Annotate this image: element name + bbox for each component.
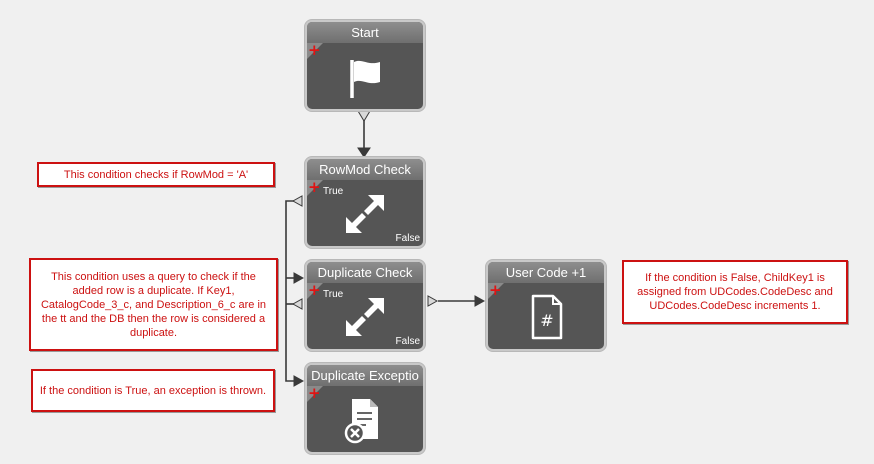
duplicate-false-port <box>427 295 439 307</box>
user-code-title: User Code +1 <box>488 262 604 283</box>
rowmod-input-arrow <box>357 147 371 158</box>
code-file-icon: # <box>531 294 563 340</box>
false-branch-note: If the condition is False, ChildKey1 is … <box>622 260 848 324</box>
flag-icon <box>350 60 380 98</box>
duplicate-check-title: Duplicate Check <box>307 262 423 283</box>
rowmod-true-port <box>291 195 303 207</box>
svg-text:#: # <box>540 311 553 330</box>
user-code-node[interactable]: User Code +1 + # <box>488 262 604 349</box>
exception-note: If the condition is True, an exception i… <box>31 369 275 412</box>
exception-document-icon <box>344 399 378 444</box>
duplicate-exception-node[interactable]: Duplicate Exceptio + <box>307 365 423 452</box>
true-label: True <box>323 289 344 300</box>
duplicate-exception-title: Duplicate Exceptio <box>307 365 423 386</box>
false-label: False <box>395 336 420 347</box>
condition-arrows-icon <box>346 195 384 233</box>
start-output-port <box>357 110 371 122</box>
add-action-icon[interactable]: + <box>308 41 321 59</box>
add-action-icon[interactable]: + <box>308 384 321 402</box>
duplicate-input-arrow <box>293 272 305 284</box>
add-action-icon[interactable]: + <box>308 178 321 196</box>
rowmod-check-node[interactable]: RowMod Check + True False <box>307 159 423 246</box>
condition-arrows-icon <box>346 298 384 336</box>
usercode-input-arrow <box>474 295 486 307</box>
exception-input-arrow <box>293 375 305 387</box>
add-action-icon[interactable]: + <box>489 281 502 299</box>
add-action-icon[interactable]: + <box>308 281 321 299</box>
rowmod-condition-note: This condition checks if RowMod = 'A' <box>37 162 275 187</box>
duplicate-true-port <box>291 298 303 310</box>
start-node[interactable]: Start + <box>307 22 423 109</box>
false-label: False <box>395 233 420 244</box>
duplicate-check-node[interactable]: Duplicate Check + True False <box>307 262 423 349</box>
duplicate-condition-note: This condition uses a query to check if … <box>29 258 278 351</box>
true-label: True <box>323 186 344 197</box>
rowmod-check-title: RowMod Check <box>307 159 423 180</box>
start-node-title: Start <box>307 22 423 43</box>
